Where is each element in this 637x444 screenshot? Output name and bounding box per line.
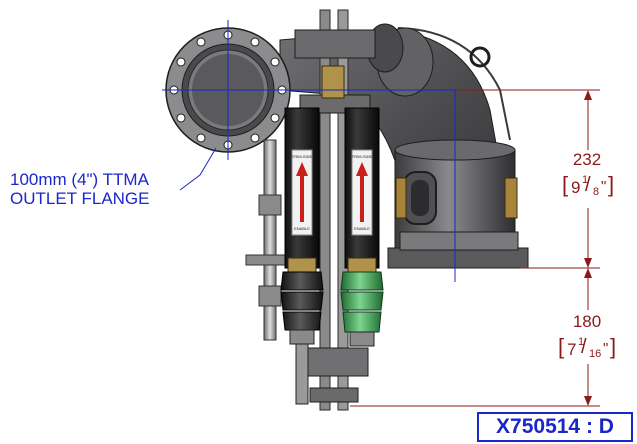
- valve-text-left-bottom: ENABLE: [294, 226, 310, 231]
- dimension-upper-imperial: [ 9 1 / 8 " ]: [562, 172, 615, 198]
- callout-line-1: 100mm (4") TTMA: [10, 170, 149, 189]
- lower-inch-mark: ": [603, 340, 609, 357]
- part-number: X750514 : D: [477, 412, 633, 442]
- dimension-upper-metric: 232: [572, 150, 602, 169]
- upper-denominator: 8: [593, 186, 600, 198]
- dimension-lower-metric: 180: [572, 312, 602, 331]
- valve-text-left: TRIM-SIDE: [292, 154, 313, 159]
- outlet-flange-callout: 100mm (4") TTMA OUTLET FLANGE: [10, 170, 150, 208]
- valve-text-right: TRIM-SIDE: [352, 154, 373, 159]
- actuator-right: [340, 107, 384, 347]
- lower-denominator: 16: [589, 348, 602, 360]
- callout-line-2: OUTLET FLANGE: [10, 189, 150, 208]
- lower-whole: 7: [567, 340, 577, 359]
- lower-numerator: 1: [578, 336, 585, 348]
- dimension-lower-imperial: [ 7 1 / 16 " ]: [558, 334, 617, 360]
- upper-whole: 9: [571, 178, 581, 197]
- valve-text-right-bottom: ENABLE: [354, 226, 370, 231]
- dimension-lines: [350, 89, 600, 407]
- callout-leader: [179, 147, 217, 191]
- threaded-rod: [245, 139, 287, 341]
- upper-inch-mark: ": [601, 178, 607, 195]
- flange-centerlines: [162, 20, 465, 282]
- upper-numerator: 1: [582, 174, 589, 186]
- dimension-arrowheads: [584, 90, 592, 406]
- actuator-left: [280, 107, 324, 405]
